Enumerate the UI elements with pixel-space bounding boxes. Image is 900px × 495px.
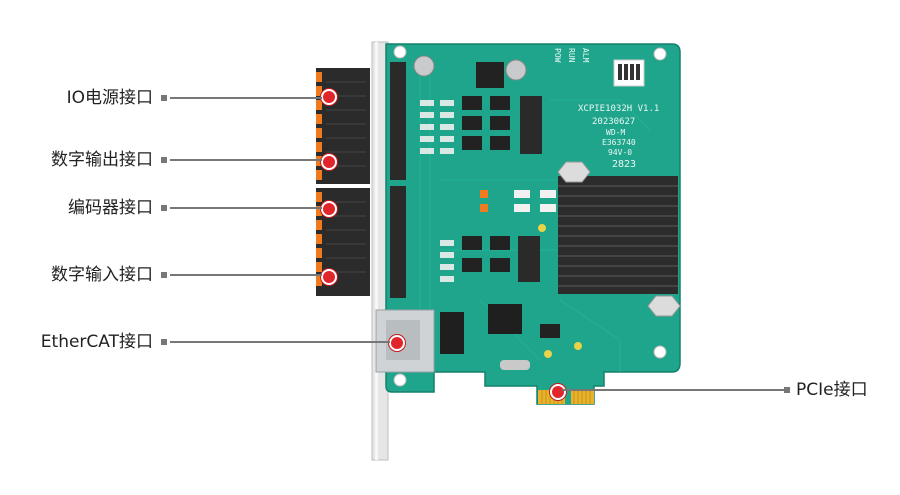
- leader-encoder: [170, 207, 322, 209]
- board-date-text: 20230627: [592, 117, 636, 127]
- led-label-alm: ALM: [581, 48, 590, 63]
- leader-io-power: [170, 97, 322, 99]
- marker-digital-input: [321, 269, 337, 285]
- pcie-fingers: [538, 390, 594, 404]
- date-code-text: 2823: [612, 159, 637, 170]
- bullet-digital-output: [161, 157, 167, 163]
- leader-digital-input: [170, 274, 322, 276]
- marker-digital-output: [321, 154, 337, 170]
- cert-line-2: E363740: [602, 138, 636, 147]
- leader-pcie: [562, 389, 784, 391]
- heatsink: [557, 161, 681, 317]
- bullet-pcie: [784, 387, 790, 393]
- components: [393, 45, 667, 387]
- label-digital-output: 数字输出接口: [51, 150, 153, 170]
- bullet-io-power: [161, 95, 167, 101]
- led-label-run: RUN: [567, 48, 576, 63]
- label-digital-input: 数字输入接口: [51, 265, 153, 285]
- label-io-power: IO电源接口: [66, 88, 153, 108]
- label-encoder: 编码器接口: [68, 198, 153, 218]
- cert-line-1: WD-M: [606, 128, 626, 137]
- bullet-ethercat: [161, 339, 167, 345]
- marker-encoder: [321, 201, 337, 217]
- label-ethercat: EtherCAT接口: [40, 332, 153, 352]
- marker-ethercat: [389, 335, 405, 351]
- marker-pcie: [550, 384, 566, 400]
- bullet-encoder: [161, 205, 167, 211]
- leader-digital-output: [170, 159, 322, 161]
- board-model-text: XCPIE1032H V1.1: [578, 104, 660, 114]
- bullet-digital-input: [161, 272, 167, 278]
- led-label-pow: POW: [553, 48, 562, 63]
- leader-ethercat: [170, 341, 390, 343]
- marker-io-power: [321, 89, 337, 105]
- label-pcie: PCIe接口: [796, 380, 868, 400]
- cert-line-3: 94V-0: [608, 148, 633, 157]
